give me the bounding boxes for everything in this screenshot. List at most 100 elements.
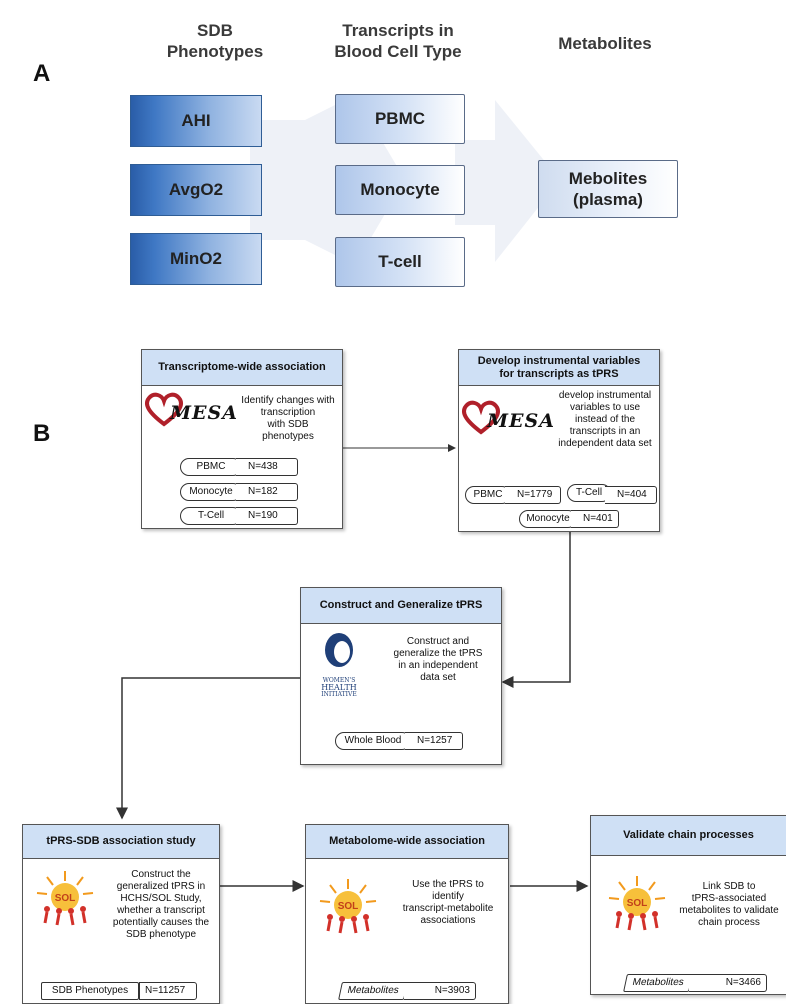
validate-desc-line: Link SDB to: [702, 881, 756, 892]
validate-metabolites-n: N=3466: [689, 974, 767, 992]
cell-type-monocyte: Monocyte: [335, 165, 465, 215]
twas-pbmc-tag: PBMC: [180, 458, 242, 476]
phenotype-ahi: AHI: [130, 95, 262, 147]
mwas-metabolites-tag: Metabolites: [338, 982, 408, 1000]
twas-monocyte-tag: Monocyte: [180, 483, 242, 501]
twas-tcell-n: N=190: [236, 507, 298, 525]
whi-text-line: INITIATIVE: [321, 691, 357, 698]
metabolites-box-line1: Mebolites: [568, 169, 648, 188]
iv-desc-line: instead of the: [574, 414, 636, 425]
iv-title: Develop instrumental variables for trans…: [459, 350, 659, 386]
iv-monocyte-n: N=401: [571, 510, 619, 528]
iv-description: develop instrumental variables to use in…: [551, 390, 659, 450]
twas-title: Transcriptome-wide association: [142, 350, 342, 386]
sol-sun-icon: SOL: [608, 876, 666, 931]
twas-desc-line: Identify changes with: [241, 395, 335, 406]
sdb-study-description: Construct the generalized tPRS in HCHS/S…: [103, 869, 219, 941]
arrow-construct-to-sdb: [116, 677, 300, 820]
metabolites-header: Metabolites: [558, 34, 652, 53]
sdb-desc-line: SDB phenotype: [125, 929, 197, 940]
transcripts-header-line2: Blood Cell Type: [334, 42, 462, 61]
cell-type-tcell: T-cell: [335, 237, 465, 287]
iv-title-line1: Develop instrumental variables: [477, 354, 641, 367]
sdb-phenotypes-n: N=11257: [139, 982, 197, 1000]
sdb-phenotypes-tag: SDB Phenotypes: [41, 982, 139, 1000]
sol-sun-icon: SOL: [36, 871, 94, 926]
whi-text-line: HEALTH: [321, 683, 357, 692]
sdb-study-title: tPRS-SDB association study: [23, 825, 219, 859]
sdb-desc-line: whether a transcript: [117, 905, 205, 916]
validate-title: Validate chain processes: [591, 816, 786, 856]
flow-arrow-2: [455, 100, 560, 262]
mwas-desc-line: identify: [432, 891, 464, 902]
mwas-desc-line: transcript-metabolite: [402, 903, 494, 914]
iv-title-line2: for transcripts as tPRS: [499, 367, 619, 380]
mwas-desc-line: Use the tPRS to: [412, 879, 484, 890]
construct-title: Construct and Generalize tPRS: [301, 588, 501, 624]
sdb-header-line1: SDB: [197, 21, 233, 40]
whi-text-line: WOMEN'S: [322, 677, 356, 684]
cell-type-pbmc: PBMC: [335, 94, 465, 144]
whi-wordmark: WOMEN'S HEALTH INITIATIVE: [313, 678, 365, 698]
construct-box: Construct and Generalize tPRS WOMEN'S HE…: [300, 587, 502, 765]
phenotype-mino2: MinO2: [130, 233, 262, 285]
mesa-logo: MESA: [461, 400, 561, 436]
sol-logo: SOL: [316, 877, 386, 937]
iv-desc-line: variables to use: [569, 402, 641, 413]
construct-desc-line: in an independent: [398, 660, 478, 671]
construct-whole-blood-n: N=1257: [405, 732, 463, 750]
sol-logo: SOL: [33, 869, 103, 929]
mesa-heart-icon: [461, 400, 501, 435]
construct-desc-line: Construct and: [406, 636, 470, 647]
sdb-desc-line: generalized tPRS in: [116, 881, 206, 892]
iv-pbmc-n: N=1779: [505, 486, 561, 504]
sol-wordmark: SOL: [627, 898, 648, 909]
twas-monocyte-n: N=182: [236, 483, 298, 501]
validate-desc-line: chain process: [698, 917, 760, 928]
validate-box: Validate chain processes SOL Link SDB to…: [590, 815, 786, 995]
construct-desc-line: data set: [420, 672, 456, 683]
arrow-iv-to-construct: [501, 527, 571, 688]
twas-box: Transcriptome-wide association MESA Iden…: [141, 349, 343, 529]
twas-tcell-tag: T-Cell: [180, 507, 242, 525]
construct-description: Construct and generalize the tPRS in an …: [383, 636, 493, 684]
sdb-desc-line: HCHS/SOL Study,: [120, 893, 202, 904]
panel-a-label: A: [33, 60, 51, 87]
twas-desc-line: transcription: [260, 407, 316, 418]
sol-wordmark: SOL: [55, 893, 76, 904]
mesa-wordmark: MESA: [170, 402, 238, 424]
iv-box: Develop instrumental variables for trans…: [458, 349, 660, 532]
sdb-study-box: tPRS-SDB association study SOL Construct…: [22, 824, 220, 1004]
validate-desc-line: tPRS-associated: [691, 893, 767, 904]
whi-portrait-icon: [325, 633, 353, 667]
mesa-wordmark: MESA: [487, 410, 555, 432]
construct-desc-line: generalize the tPRS: [393, 648, 483, 659]
sol-sun-icon: SOL: [319, 879, 377, 934]
iv-desc-line: independent data set: [558, 438, 652, 449]
metabolites-plasma-box: Mebolites (plasma): [538, 160, 678, 218]
mesa-logo: MESA: [144, 392, 244, 428]
twas-desc-line: with SDB: [267, 419, 309, 430]
mwas-desc-line: associations: [420, 915, 476, 926]
sdb-header-line2: Phenotypes: [166, 42, 264, 61]
sol-logo: SOL: [605, 874, 675, 934]
sol-wordmark: SOL: [338, 901, 359, 912]
sdb-desc-line: Construct the: [131, 869, 191, 880]
twas-desc-line: phenotypes: [262, 431, 314, 442]
validate-desc-line: metabolites to validate: [679, 905, 779, 916]
transcripts-header: Transcripts in Blood Cell Type: [318, 20, 478, 62]
mwas-title: Metabolome-wide association: [306, 825, 508, 859]
twas-description: Identify changes with transcription with…: [234, 395, 342, 443]
iv-tcell-tag: T-Cell: [567, 484, 611, 502]
transcripts-header-line1: Transcripts in: [342, 21, 454, 40]
iv-monocyte-tag: Monocyte: [519, 510, 577, 528]
mesa-heart-icon: [144, 392, 184, 427]
iv-desc-line: develop instrumental: [558, 390, 652, 401]
mwas-description: Use the tPRS to identify transcript-meta…: [390, 879, 506, 927]
sdb-phenotypes-header: SDB Phenotypes: [140, 20, 290, 62]
mwas-metabolites-n: N=3903: [404, 982, 476, 1000]
mwas-box: Metabolome-wide association SOL Use the …: [305, 824, 509, 1004]
sdb-desc-line: potentially causes the: [112, 917, 210, 928]
metabolites-box-line2: (plasma): [573, 190, 643, 209]
